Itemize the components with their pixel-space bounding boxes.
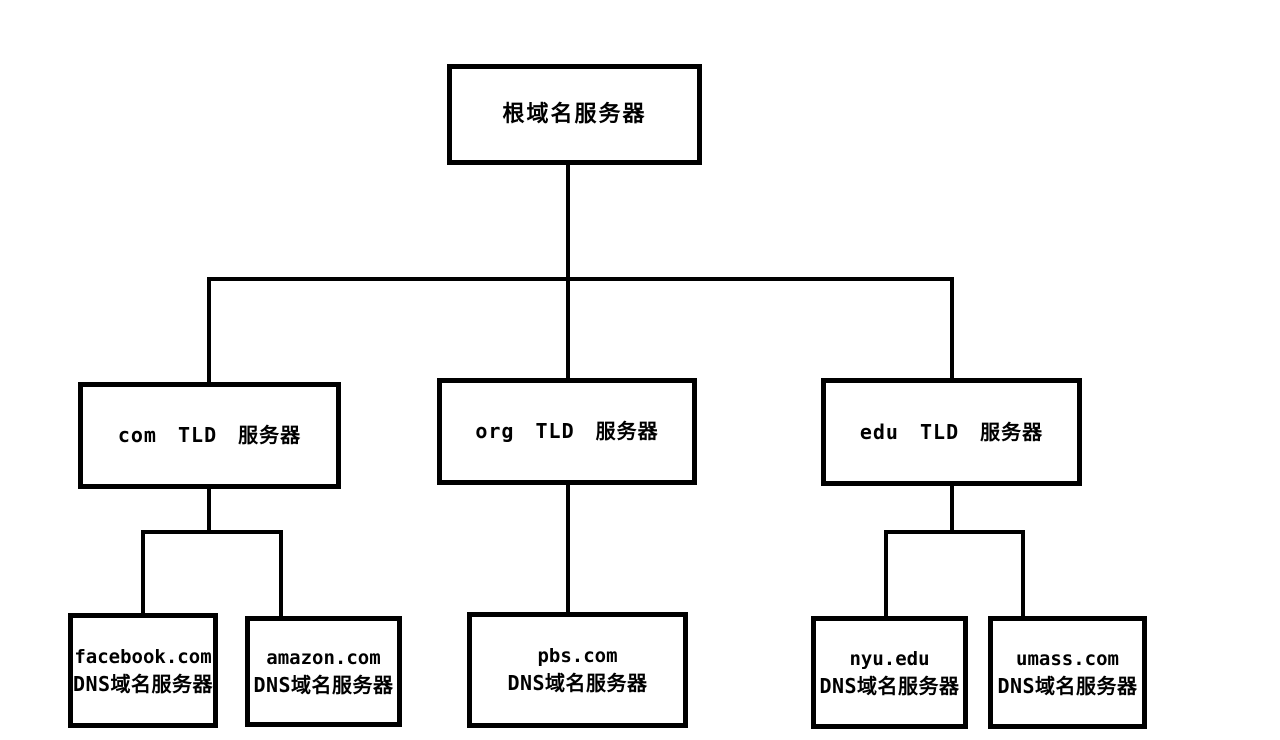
node-pbs-domain: pbs.com [537,645,618,667]
node-umass-caption: DNS域名服务器 [997,673,1138,698]
connector-edu-children-stem [950,485,954,533]
node-nyu-domain: nyu.edu [849,647,930,670]
node-edu-tld-label: edu TLD 服务器 [859,419,1044,444]
connector-com-children-bar [141,530,283,534]
node-umass-domain: umass.com [1016,647,1119,670]
connector-amazon-drop [279,530,283,617]
node-root-label: 根域名服务器 [502,102,647,127]
node-edu-tld-server: edu TLD 服务器 [821,378,1082,486]
node-root-dns-server: 根域名服务器 [447,64,702,165]
node-pbs-caption: DNS域名服务器 [507,671,648,695]
node-com-tld-server: com TLD 服务器 [78,382,341,489]
node-facebook-dns-server: facebook.com DNS域名服务器 [68,613,218,728]
node-amazon-dns-server: amazon.com DNS域名服务器 [245,616,402,727]
node-umass-dns-server: umass.com DNS域名服务器 [988,616,1147,729]
connector-umass-drop [1021,530,1025,617]
node-facebook-domain: facebook.com [74,645,212,668]
connector-edu-drop [950,277,954,379]
node-org-tld-label: org TLD 服务器 [475,419,659,443]
node-amazon-caption: DNS域名服务器 [253,672,394,697]
connector-com-children-stem [207,487,211,534]
node-com-tld-label: com TLD 服务器 [117,423,302,447]
node-facebook-caption: DNS域名服务器 [72,671,214,696]
connector-pbs-drop [566,483,570,613]
node-pbs-dns-server: pbs.com DNS域名服务器 [467,612,688,728]
node-nyu-caption: DNS域名服务器 [819,673,960,698]
connector-com-drop [207,277,211,383]
node-nyu-dns-server: nyu.edu DNS域名服务器 [811,616,968,729]
connector-nyu-drop [884,530,888,617]
connector-main-horizontal [207,277,954,281]
connector-edu-children-bar [884,530,1025,534]
node-amazon-domain: amazon.com [266,646,381,669]
connector-facebook-drop [141,530,145,614]
node-org-tld-server: org TLD 服务器 [437,378,697,485]
connector-root-vertical [566,163,570,379]
